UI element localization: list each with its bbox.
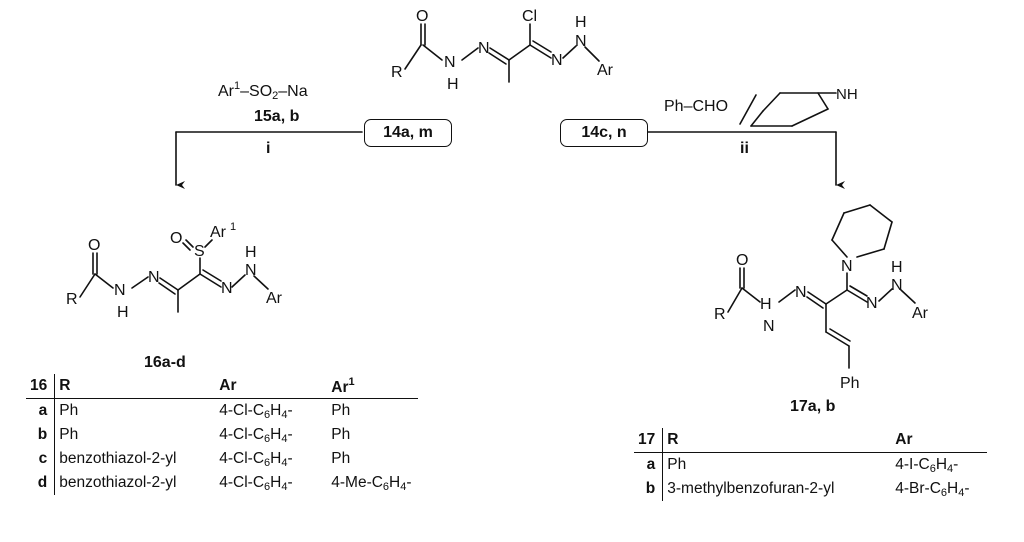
table-head-compound: 17 bbox=[634, 428, 664, 453]
table-head-ar1: Ar1 bbox=[327, 374, 418, 399]
row-r: benzothiazol-2-yl bbox=[59, 450, 177, 467]
atom-ar: Ar bbox=[912, 305, 929, 322]
table-head-ar: Ar bbox=[215, 374, 328, 399]
atom-h: H bbox=[117, 304, 129, 321]
table-head-compound: 16 bbox=[26, 374, 56, 399]
atom-n: N bbox=[221, 280, 233, 297]
atom-nh: NH bbox=[836, 86, 858, 103]
row-key: b bbox=[634, 477, 664, 501]
row-ar1: Ph bbox=[331, 401, 351, 419]
atom-n: N bbox=[763, 318, 775, 335]
start-compound-left: 14a, m bbox=[364, 119, 452, 147]
atom-n: N bbox=[841, 258, 853, 275]
row-r: 3-methylbenzofuran-2-yl bbox=[667, 480, 835, 497]
row-ar: 4-Br-C6H4- bbox=[895, 479, 970, 499]
right-reagent: Ph–CHO bbox=[664, 98, 729, 115]
compound-17-structure bbox=[727, 204, 916, 369]
atom-ar: Ar bbox=[266, 290, 283, 307]
atom-r: R bbox=[66, 291, 78, 308]
atom-h: H bbox=[245, 244, 257, 261]
row-ar: 4-Cl-C6H4- bbox=[219, 473, 293, 493]
left-reagent-label: 15a, b bbox=[254, 108, 300, 125]
atom-o: O bbox=[170, 230, 182, 247]
atom-s: S bbox=[194, 243, 205, 260]
atom-n: N bbox=[114, 282, 126, 299]
row-ar: 4-Cl-C6H4- bbox=[219, 401, 293, 421]
row-ar1: Ph bbox=[331, 425, 351, 443]
table-header-row: 16 R Ar Ar1 bbox=[26, 374, 418, 399]
left-step-label: i bbox=[266, 140, 271, 157]
row-key: a bbox=[26, 398, 56, 423]
row-r: benzothiazol-2-yl bbox=[59, 474, 177, 491]
row-ar: 4-Cl-C6H4- bbox=[219, 449, 293, 469]
compound-14-structure bbox=[404, 23, 600, 83]
start-compound-right: 14c, n bbox=[560, 119, 648, 147]
row-ar1: Ph bbox=[331, 449, 351, 467]
row-ar: 4-Cl-C6H4- bbox=[219, 425, 293, 445]
atom-h: H bbox=[447, 76, 459, 93]
right-step-label: ii bbox=[740, 140, 749, 157]
atom-h: H bbox=[891, 259, 903, 276]
compound-16-structure bbox=[79, 239, 269, 313]
atom-o: O bbox=[736, 252, 748, 269]
right-arrow bbox=[647, 131, 845, 189]
product-label-right: 17a, b bbox=[790, 398, 836, 415]
atom-o: O bbox=[88, 237, 100, 254]
atom-n: N bbox=[795, 284, 807, 301]
row-ar1: 4-Me-C6H4- bbox=[331, 473, 412, 493]
row-key: b bbox=[26, 423, 56, 447]
atom-n: N bbox=[551, 52, 563, 69]
atom-ar: Ar bbox=[597, 62, 614, 79]
atom-ph: Ph bbox=[840, 375, 860, 392]
table-header-row: 17 R Ar bbox=[634, 428, 988, 453]
atom-ar1-sup: 1 bbox=[230, 221, 236, 233]
atom-n: N bbox=[444, 54, 456, 71]
piperidine-reagent-structure bbox=[739, 92, 837, 127]
atom-h: H bbox=[760, 296, 772, 313]
row-r: Ph bbox=[59, 426, 79, 443]
row-ar: 4-I-C6H4- bbox=[895, 455, 959, 475]
atom-h: H bbox=[575, 14, 587, 31]
product-label-left: 16a-d bbox=[144, 354, 186, 371]
row-key: d bbox=[26, 471, 56, 495]
row-r: Ph bbox=[667, 456, 687, 473]
row-key: c bbox=[26, 447, 56, 471]
atom-n: N bbox=[245, 262, 257, 279]
row-r: Ph bbox=[59, 402, 79, 419]
left-reagent: Ar1–SO2–Na bbox=[218, 80, 308, 102]
atom-r: R bbox=[391, 64, 403, 81]
row-key: a bbox=[634, 452, 664, 477]
atom-ar1: Ar bbox=[210, 224, 227, 241]
table-head-r: R bbox=[662, 428, 892, 453]
table-head-r: R bbox=[54, 374, 216, 399]
atom-n: N bbox=[575, 33, 587, 50]
atom-cl: Cl bbox=[522, 8, 537, 25]
table-head-ar: Ar bbox=[891, 428, 988, 453]
atom-o: O bbox=[416, 8, 428, 25]
atom-n: N bbox=[891, 277, 903, 294]
atom-n: N bbox=[478, 40, 490, 57]
atom-r: R bbox=[714, 306, 726, 323]
atom-n: N bbox=[148, 269, 160, 286]
atom-n: N bbox=[866, 295, 878, 312]
left-arrow bbox=[175, 131, 363, 189]
